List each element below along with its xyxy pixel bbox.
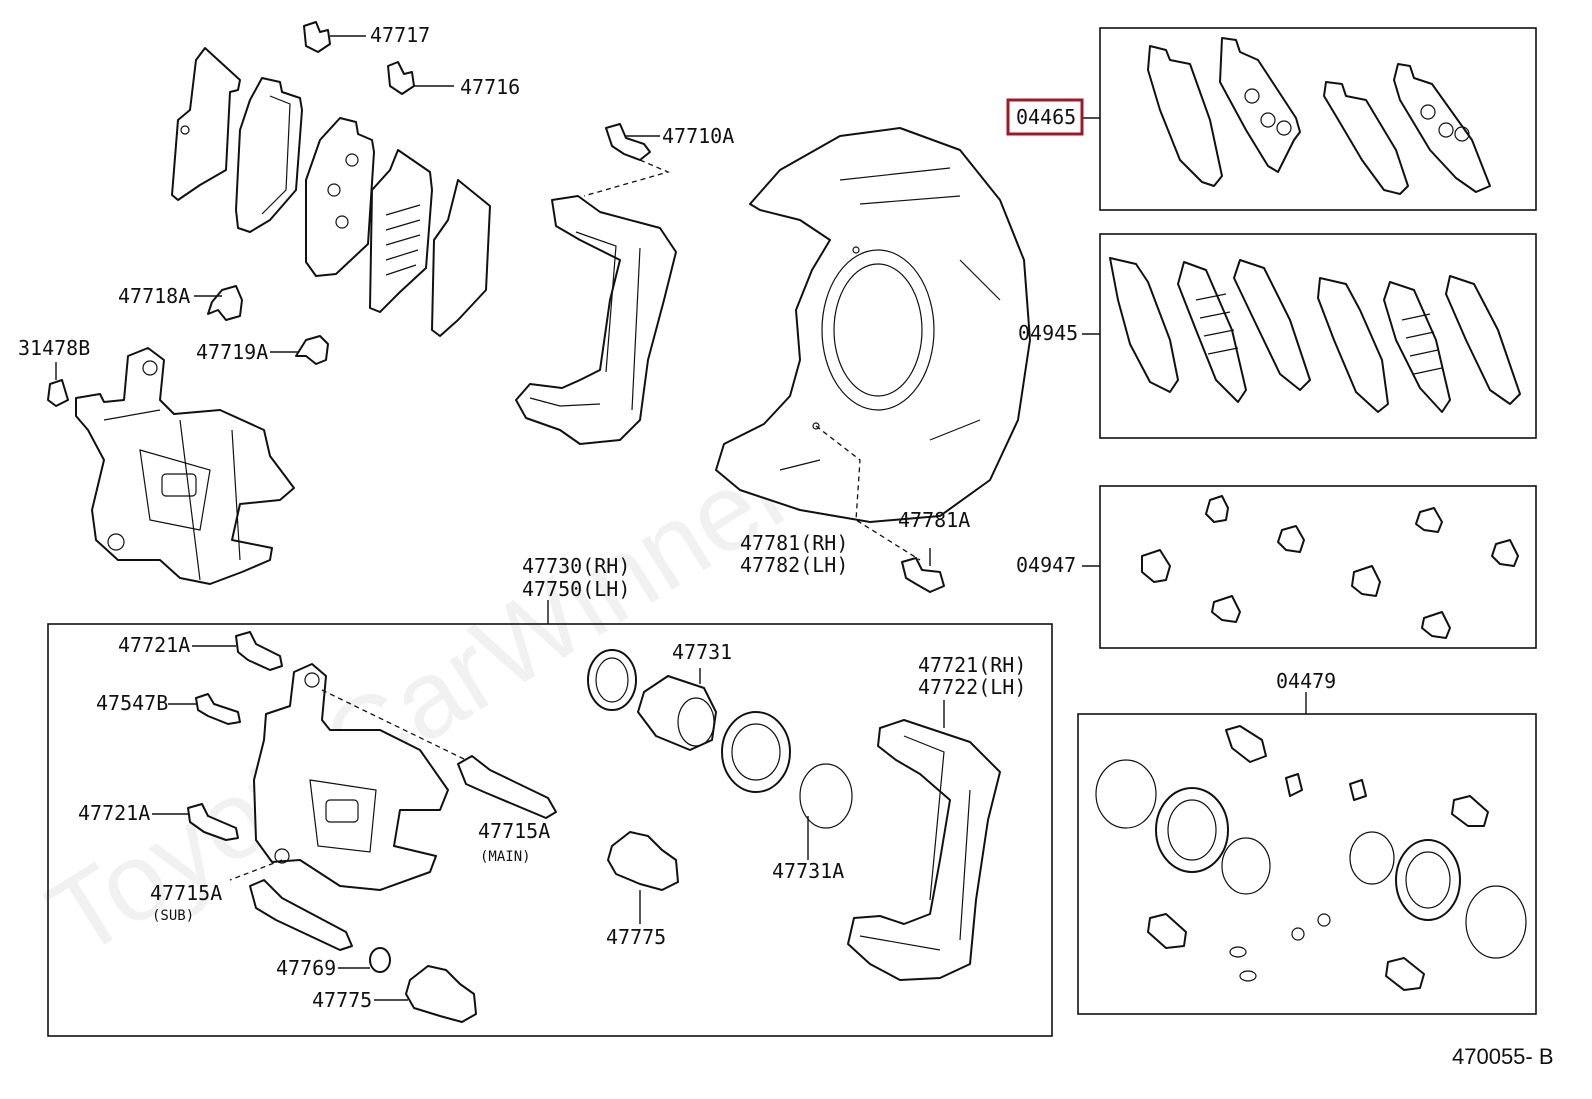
label-47731a[interactable]: 47731A — [772, 859, 844, 883]
bolt-47721a-mid-drawing — [152, 803, 239, 841]
clip-47718a-drawing — [194, 285, 243, 321]
nut-47769-drawing — [338, 947, 391, 973]
label-47781a[interactable]: 47781A — [898, 508, 970, 532]
boot-47775-left-drawing — [374, 965, 477, 1023]
label-47547b[interactable]: 47547B — [96, 691, 168, 715]
clip-47716-drawing — [387, 61, 454, 95]
label-47710a[interactable]: 47710A — [662, 124, 734, 148]
kit-04479-box[interactable] — [1077, 713, 1537, 1015]
label-47721a-mid[interactable]: 47721A — [78, 801, 150, 825]
label-47769[interactable]: 47769 — [276, 956, 336, 980]
shim-inner-drawing — [369, 149, 433, 313]
slide-pin-sub-drawing — [249, 879, 353, 951]
bleeder-31478b-drawing — [47, 362, 69, 407]
label-47721-rh[interactable]: 47721(RH) — [918, 653, 1026, 677]
label-04945[interactable]: 04945 — [1018, 321, 1078, 345]
label-47782-lh[interactable]: 47782(LH) — [740, 553, 848, 577]
ring-47731a-drawing — [799, 763, 853, 860]
note-main: (MAIN) — [480, 849, 531, 865]
slide-pin-main-drawing — [457, 755, 557, 819]
bolt-47781a-drawing — [901, 548, 945, 593]
caliper-assembly-drawing — [75, 347, 295, 585]
clip-47719a-drawing — [270, 335, 329, 365]
caliper-mounting-bracket-drawing — [515, 195, 677, 445]
piston-seal-drawing — [587, 649, 637, 711]
label-04479[interactable]: 04479 — [1276, 669, 1336, 693]
label-47716[interactable]: 47716 — [460, 75, 520, 99]
brake-pad-outer-drawing — [235, 77, 303, 233]
label-47722-lh[interactable]: 47722(LH) — [918, 675, 1026, 699]
label-47750-lh[interactable]: 47750(LH) — [522, 577, 630, 601]
bolt-47710a-drawing — [583, 123, 670, 197]
brake-pad-inner-drawing — [305, 117, 375, 277]
label-47731[interactable]: 47731 — [672, 640, 732, 664]
label-47718a[interactable]: 47718A — [118, 284, 190, 308]
label-47715a-main[interactable]: 47715A — [478, 819, 550, 843]
kit-04465-box[interactable] — [1099, 27, 1537, 211]
label-47775-left[interactable]: 47775 — [312, 988, 372, 1012]
label-31478b[interactable]: 31478B — [18, 336, 90, 360]
bolt-47547b-drawing — [168, 693, 241, 725]
caliper-body-drawing — [229, 663, 467, 891]
shim-outer-drawing — [171, 47, 241, 201]
clip-47717-drawing — [303, 21, 366, 53]
boot-47775-mid-drawing — [607, 831, 679, 924]
highlight-frame-04465 — [1006, 98, 1084, 136]
kit-04947-box[interactable] — [1099, 485, 1537, 649]
diagram-reference: 470055- B — [1452, 1044, 1554, 1069]
disc-dust-shield-drawing — [715, 127, 1031, 561]
label-47719a[interactable]: 47719A — [196, 340, 268, 364]
label-04947[interactable]: 04947 — [1016, 553, 1076, 577]
label-47781-rh[interactable]: 47781(RH) — [740, 531, 848, 555]
bolt-47721a-top-drawing — [192, 631, 283, 671]
cylinder-boot-drawing — [721, 711, 791, 793]
label-04465[interactable]: 04465 — [1016, 105, 1076, 129]
label-47717[interactable]: 47717 — [370, 23, 430, 47]
kit-04945-box[interactable] — [1099, 233, 1537, 439]
label-47730-rh[interactable]: 47730(RH) — [522, 554, 630, 578]
piston-47731-drawing — [637, 668, 717, 751]
label-47775-mid[interactable]: 47775 — [606, 925, 666, 949]
label-47715a-sub[interactable]: 47715A — [150, 881, 222, 905]
caliper-bracket-drawing — [847, 700, 1001, 981]
label-47721a-top[interactable]: 47721A — [118, 633, 190, 657]
anti-squeal-shim-drawing — [431, 179, 491, 337]
caliper-assembly-box[interactable] — [47, 623, 1053, 1037]
note-sub: (SUB) — [152, 908, 194, 924]
